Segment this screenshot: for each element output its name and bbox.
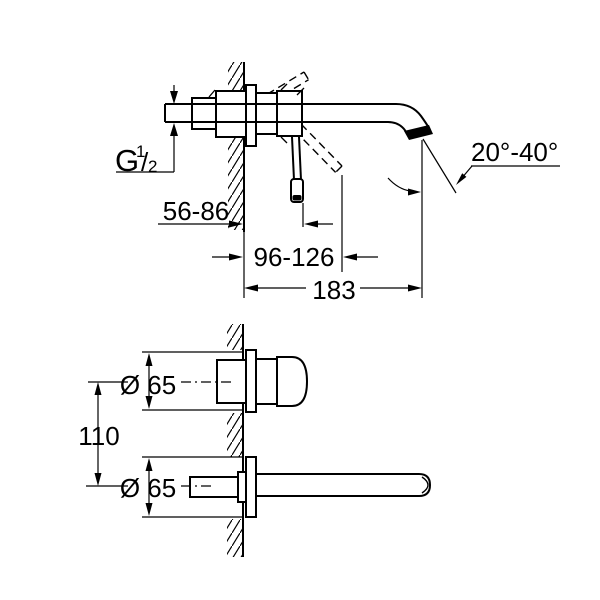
dim-arrowhead-icon xyxy=(229,253,243,261)
dim-arrowhead-icon xyxy=(145,503,153,516)
dim-arrowhead-icon xyxy=(304,220,318,228)
handle-base xyxy=(255,358,278,405)
dim-arrowhead-icon xyxy=(229,220,243,228)
dim-arrowhead-icon xyxy=(145,458,153,471)
center-distance-label: 110 xyxy=(78,421,119,451)
dim-arrowhead-icon xyxy=(244,284,258,292)
spout-tube-end-inner xyxy=(421,476,429,494)
rotation-arrow-curve xyxy=(387,177,411,192)
spout-tube-end-cap xyxy=(418,473,432,497)
lever-stem-edge xyxy=(298,136,302,181)
wall-hatch xyxy=(227,413,243,457)
side-view: 20°-40° G1/2 56-86 96-126 xyxy=(115,62,560,305)
lever-blade-tip xyxy=(292,195,302,201)
lever-handle xyxy=(290,136,304,203)
dimension-spout-projection: 183 xyxy=(244,275,422,305)
thread-size-label: G1/2 xyxy=(115,142,157,178)
wall-hatch-upper xyxy=(228,62,244,92)
dim-arrowhead-icon xyxy=(145,396,153,409)
spout-top-line xyxy=(165,103,430,129)
dimension-spout-escutcheon: Ø 65 xyxy=(120,456,244,518)
collar xyxy=(255,92,278,135)
dimension-handle-reach: 96-126 xyxy=(212,175,378,272)
lever-down-dashed-edge xyxy=(294,129,337,173)
mounting-body xyxy=(215,90,247,138)
spout-outline xyxy=(164,103,430,134)
dim-arrowhead-icon xyxy=(94,382,102,395)
spout-supply-stem xyxy=(189,476,239,498)
dim-arrowhead-icon xyxy=(408,284,422,292)
depth-range-label: 56-86 xyxy=(163,196,230,226)
handle-escutcheon xyxy=(245,349,257,413)
union-nut xyxy=(191,97,217,130)
spout-diameter-label: Ø 65 xyxy=(120,473,176,503)
dimension-depth-range: 56-86 xyxy=(158,196,333,228)
spout-unit xyxy=(189,456,257,518)
thread-arrowhead-down-icon xyxy=(170,91,178,104)
lever-up-dashed-edge xyxy=(255,71,305,102)
spout-bottom-line xyxy=(165,121,408,134)
angle-range-label: 20°-40° xyxy=(471,137,558,167)
wall-flange xyxy=(245,84,257,147)
dimension-handle-escutcheon: Ø 65 xyxy=(120,351,244,411)
plan-view: Ø 65 Ø 65 110 xyxy=(78,324,432,557)
wall-section-plan xyxy=(227,324,244,557)
wall-hatch-lower xyxy=(228,138,244,230)
wall-section xyxy=(228,62,245,298)
handle-unit xyxy=(216,349,309,413)
wall-hatch xyxy=(227,519,243,557)
chamfer-ticks xyxy=(208,83,305,144)
stream-angle-line xyxy=(422,138,457,194)
handle-reach-label: 96-126 xyxy=(254,242,335,272)
spout-escutcheon xyxy=(245,456,257,518)
dim-arrowhead-icon xyxy=(145,353,153,366)
dim-arrowhead-icon xyxy=(343,253,357,261)
faucet-body xyxy=(191,84,303,147)
lever-down-dashed-edge xyxy=(300,123,343,167)
lever-stem-edge xyxy=(291,136,295,181)
thread-arrowhead-up-icon xyxy=(170,123,178,136)
spout-projection-label: 183 xyxy=(312,275,355,305)
spout-backnut xyxy=(237,471,247,503)
thread-callout: G1/2 xyxy=(115,85,178,178)
wall-hatch xyxy=(227,324,243,350)
angle-arrowhead-icon xyxy=(456,173,467,185)
lever-up-dashed-cap xyxy=(303,71,310,81)
lever-down-dashed-cap xyxy=(335,165,343,173)
spout-tube xyxy=(256,473,432,497)
handle-knob-cap xyxy=(276,356,309,407)
spout-nut xyxy=(276,90,303,137)
rotation-arrowhead-icon xyxy=(408,188,421,196)
dimension-center-distance: 110 xyxy=(78,381,128,487)
spout-mouth xyxy=(404,125,433,140)
dim-arrowhead-icon xyxy=(94,473,102,486)
handle-diameter-label: Ø 65 xyxy=(120,370,176,400)
